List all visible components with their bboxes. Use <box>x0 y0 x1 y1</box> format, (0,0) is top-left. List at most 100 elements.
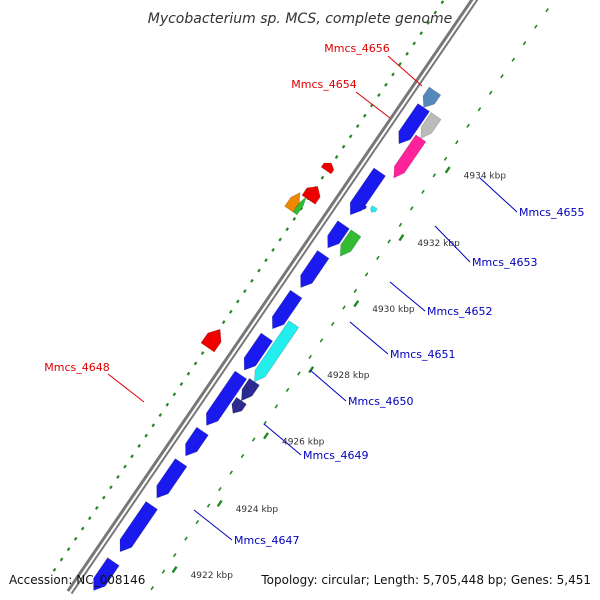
ruler-major-tick <box>353 300 360 308</box>
ring-dot <box>123 464 127 469</box>
ruler-tick <box>218 486 222 492</box>
ring-dot <box>151 423 156 428</box>
gene-arrow <box>339 229 362 257</box>
gene-features <box>93 86 442 591</box>
ring-dot <box>186 371 191 376</box>
ring-dot <box>236 299 240 304</box>
gene-label: Mmcs_4649 <box>303 449 368 462</box>
gene-label: Mmcs_4656 <box>324 42 389 55</box>
ruler-tick <box>297 371 301 376</box>
gene-label: Mmcs_4651 <box>390 348 455 361</box>
gene-arrow <box>185 426 209 457</box>
gene-arrow <box>284 192 301 213</box>
gene-arrow <box>254 320 300 383</box>
ring-dot <box>341 144 346 149</box>
ruler-tick <box>443 156 448 161</box>
label-leader-line <box>355 91 391 119</box>
ring-dot <box>440 0 445 5</box>
backbone-line <box>70 0 479 595</box>
gene-label: Mmcs_4654 <box>291 78 356 91</box>
gene-arrow <box>393 134 427 179</box>
ring-dot <box>419 31 424 36</box>
ruler-tick <box>409 206 414 211</box>
ruler-label: 4922 kbp <box>191 571 234 581</box>
gene-arrow <box>422 86 442 108</box>
ruler-tick <box>545 8 549 13</box>
ruler-tick <box>206 503 211 508</box>
ring-dot <box>94 505 99 510</box>
gene-arrow <box>243 332 274 371</box>
ruler-tick <box>466 123 470 128</box>
ruler-tick <box>387 239 391 244</box>
gene-arrow <box>370 205 378 213</box>
label-leader-line <box>193 509 233 541</box>
ring-dot <box>137 444 141 448</box>
ruler-major-tick <box>398 234 405 242</box>
ruler-label: 4932 kbp <box>417 239 460 249</box>
ring-dot <box>59 557 64 562</box>
ring-dot <box>80 526 85 531</box>
ring-dot <box>412 41 416 46</box>
ring-dot <box>362 113 367 118</box>
ring-dot <box>285 227 290 232</box>
ruler-tick <box>522 41 527 46</box>
gene-arrow <box>300 250 330 288</box>
gene-label: Mmcs_4648 <box>44 361 109 374</box>
ruler-tick <box>342 305 346 310</box>
ruler-tick <box>488 90 493 95</box>
ring-dot <box>172 392 177 397</box>
ruler-major-tick <box>216 499 223 508</box>
ring-dot <box>377 93 381 98</box>
gene-arrow <box>320 162 335 175</box>
ruler-label: 4934 kbp <box>464 171 507 181</box>
ring-dot <box>257 268 261 273</box>
ring-dot <box>193 361 198 366</box>
ring-dot <box>179 382 184 386</box>
ring-dot <box>221 320 226 325</box>
label-leader-line <box>389 281 426 312</box>
gene-label: Mmcs_4655 <box>519 206 584 219</box>
ring-dot <box>405 51 409 56</box>
ring-dot <box>398 62 402 67</box>
gene-label: Mmcs_4647 <box>234 534 299 547</box>
ring-dot <box>278 237 282 242</box>
ring-dot <box>158 413 163 417</box>
gene-label: Mmcs_4652 <box>427 305 492 318</box>
label-leader-line <box>434 225 471 263</box>
map-title: Mycobacterium sp. MCS, complete genome <box>148 11 453 27</box>
ruler-tick <box>353 288 358 294</box>
label-leader-line <box>263 423 302 456</box>
ruler-major-tick <box>263 432 269 440</box>
ruler-major-tick <box>171 565 178 574</box>
genome-backbone <box>66 0 479 595</box>
ring-dot <box>87 516 92 521</box>
ring-dot <box>73 536 78 541</box>
ruler-tick <box>398 222 403 227</box>
gene-arrow <box>301 186 321 205</box>
label-leader-line <box>387 55 423 87</box>
ruler-tick <box>285 387 290 393</box>
ruler-tick <box>229 470 233 475</box>
ruler-tick <box>421 189 425 194</box>
gene-arrow <box>231 396 247 414</box>
ring-dot <box>348 134 353 139</box>
ring-dot <box>130 454 134 459</box>
gene-arrow <box>327 220 350 249</box>
ruler-tick <box>274 404 279 409</box>
ruler-tick <box>184 536 188 541</box>
gene-arrow <box>420 112 442 139</box>
gene-arrow <box>398 103 430 145</box>
ruler-tick <box>319 338 324 343</box>
gene-arrow <box>241 377 260 402</box>
ruler-tick <box>308 354 312 360</box>
ruler-tick <box>376 255 380 260</box>
gene-arrow <box>361 204 368 211</box>
ring-dot <box>426 20 431 25</box>
ruler-major-tick <box>444 166 451 174</box>
ring-dot <box>116 474 120 479</box>
ruler-tick <box>240 453 245 459</box>
gene-labels: Mmcs_4656Mmcs_4654Mmcs_4655Mmcs_4653Mmcs… <box>44 42 584 547</box>
label-leader-line <box>479 177 518 213</box>
ruler-tick <box>432 173 437 178</box>
